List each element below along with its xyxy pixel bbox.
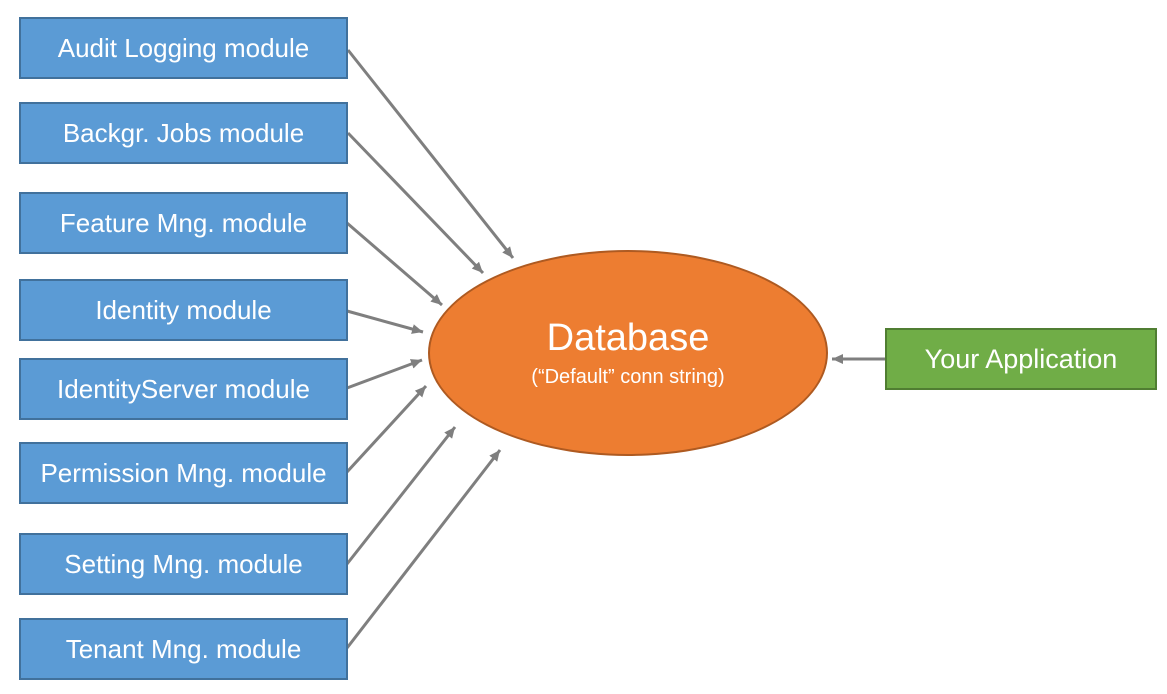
module-label: Feature Mng. module — [59, 207, 308, 238]
module-box-background-jobs: Backgr. Jobs module — [19, 102, 348, 164]
module-label: Audit Logging module — [57, 32, 310, 63]
module-box-feature-mng: Feature Mng. module — [19, 192, 348, 254]
module-label: Tenant Mng. module — [65, 633, 302, 664]
arrow-setting-mng-to-database — [345, 426, 457, 565]
module-box-permission-mng: Permission Mng. module — [19, 442, 348, 504]
module-label: Setting Mng. module — [64, 548, 303, 579]
module-label: Backgr. Jobs module — [62, 117, 305, 148]
database-subtitle: (“Default” conn string) — [531, 365, 725, 388]
arrow-tenant-mng-to-database — [345, 449, 502, 649]
application-label: Your Application — [924, 343, 1118, 374]
module-label: Identity module — [95, 294, 272, 325]
module-box-setting-mng: Setting Mng. module — [19, 533, 348, 595]
module-box-audit-logging: Audit Logging module — [19, 17, 348, 79]
module-label: IdentityServer module — [57, 373, 310, 404]
arrow-identity-to-database — [346, 309, 424, 334]
module-box-tenant-mng: Tenant Mng. module — [19, 618, 348, 680]
arrow-identityserver-to-database — [346, 358, 423, 390]
arrow-permission-mng-to-database — [345, 384, 428, 474]
application-box: Your Application — [885, 328, 1157, 390]
module-label: Permission Mng. module — [40, 457, 327, 488]
module-box-identity: Identity module — [19, 279, 348, 341]
database-ellipse: Database (“Default” conn string) — [428, 250, 828, 456]
module-box-identityserver: IdentityServer module — [19, 358, 348, 420]
database-title: Database — [546, 317, 710, 360]
arrow-audit-logging-to-database — [346, 49, 515, 259]
arrow-background-jobs-to-database — [346, 131, 485, 275]
arrow-feature-mng-to-database — [346, 221, 443, 307]
